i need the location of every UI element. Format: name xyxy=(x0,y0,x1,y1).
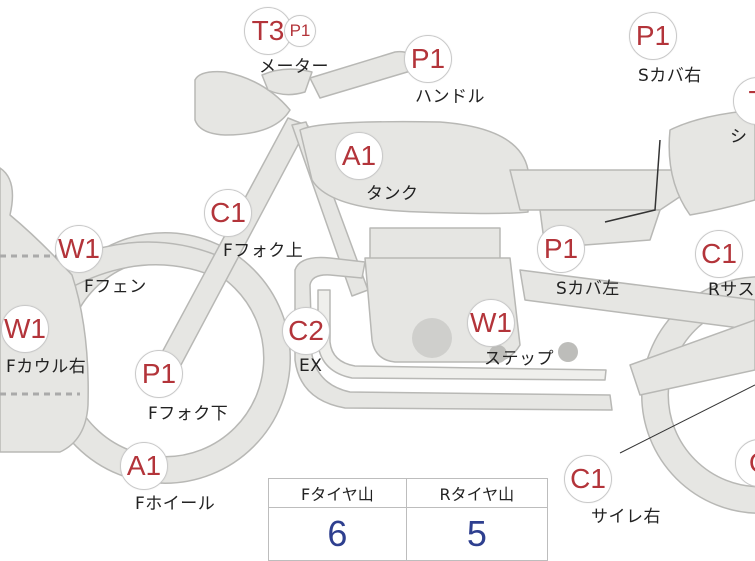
part-code-badge: A1 xyxy=(120,442,168,490)
part-label: Fカウル右 xyxy=(6,357,87,377)
exhaust-pipe-1 xyxy=(294,256,613,411)
part-label: Fフェン xyxy=(84,277,147,297)
part-label: タンク xyxy=(366,184,419,204)
part-code-badge: C1 xyxy=(695,230,743,278)
part-label: Fホイール xyxy=(135,494,216,514)
seat-shape xyxy=(509,169,691,211)
part-label: Sカバ左 xyxy=(556,279,620,299)
tire-tread-table: Fタイヤ山 Rタイヤ山 6 5 xyxy=(268,478,549,561)
headlight-shape xyxy=(194,70,291,136)
step-peg xyxy=(558,342,578,362)
part-label: Sカバ右 xyxy=(638,66,702,86)
rear-tire-header: Rタイヤ山 xyxy=(405,478,549,508)
part-code-badge: P1 xyxy=(629,12,677,60)
part-code-badge: A1 xyxy=(335,132,383,180)
part-label: Rサス xyxy=(708,280,755,300)
part-label: ステップ xyxy=(484,349,554,369)
part-subcode-badge: P1 xyxy=(284,15,316,47)
exhaust-pipe-2 xyxy=(317,289,607,381)
part-code-badge: P1 xyxy=(404,35,452,83)
part-label: サイレ右 xyxy=(591,507,661,527)
part-code-badge: C1 xyxy=(204,189,252,237)
front-tire-header: Fタイヤ山 xyxy=(268,478,407,508)
swingarm-shape xyxy=(519,269,755,331)
part-code-badge: W1 xyxy=(467,299,515,347)
part-code-badge: W1 xyxy=(55,225,103,273)
part-code-badge: C2 xyxy=(282,307,330,355)
part-label: ハンドル xyxy=(415,87,485,107)
front-tire-value: 6 xyxy=(268,507,407,561)
rear-tire-value: 5 xyxy=(405,507,549,561)
part-code-badge: P1 xyxy=(537,225,585,273)
muffler-shape xyxy=(629,319,755,396)
part-label: メーター xyxy=(259,57,329,77)
front-cowl-shape xyxy=(0,167,89,453)
part-label: Fフォク上 xyxy=(223,241,304,261)
part-label: Fフォク下 xyxy=(148,404,229,424)
meter-shape xyxy=(261,68,313,96)
part-label: シ xyxy=(730,127,748,147)
part-label: EX xyxy=(299,356,323,376)
part-code-badge: C1 xyxy=(564,455,612,503)
rear-cowl-shape xyxy=(668,109,755,216)
part-code-badge: P1 xyxy=(135,350,183,398)
part-code-badge: W1 xyxy=(1,305,49,353)
